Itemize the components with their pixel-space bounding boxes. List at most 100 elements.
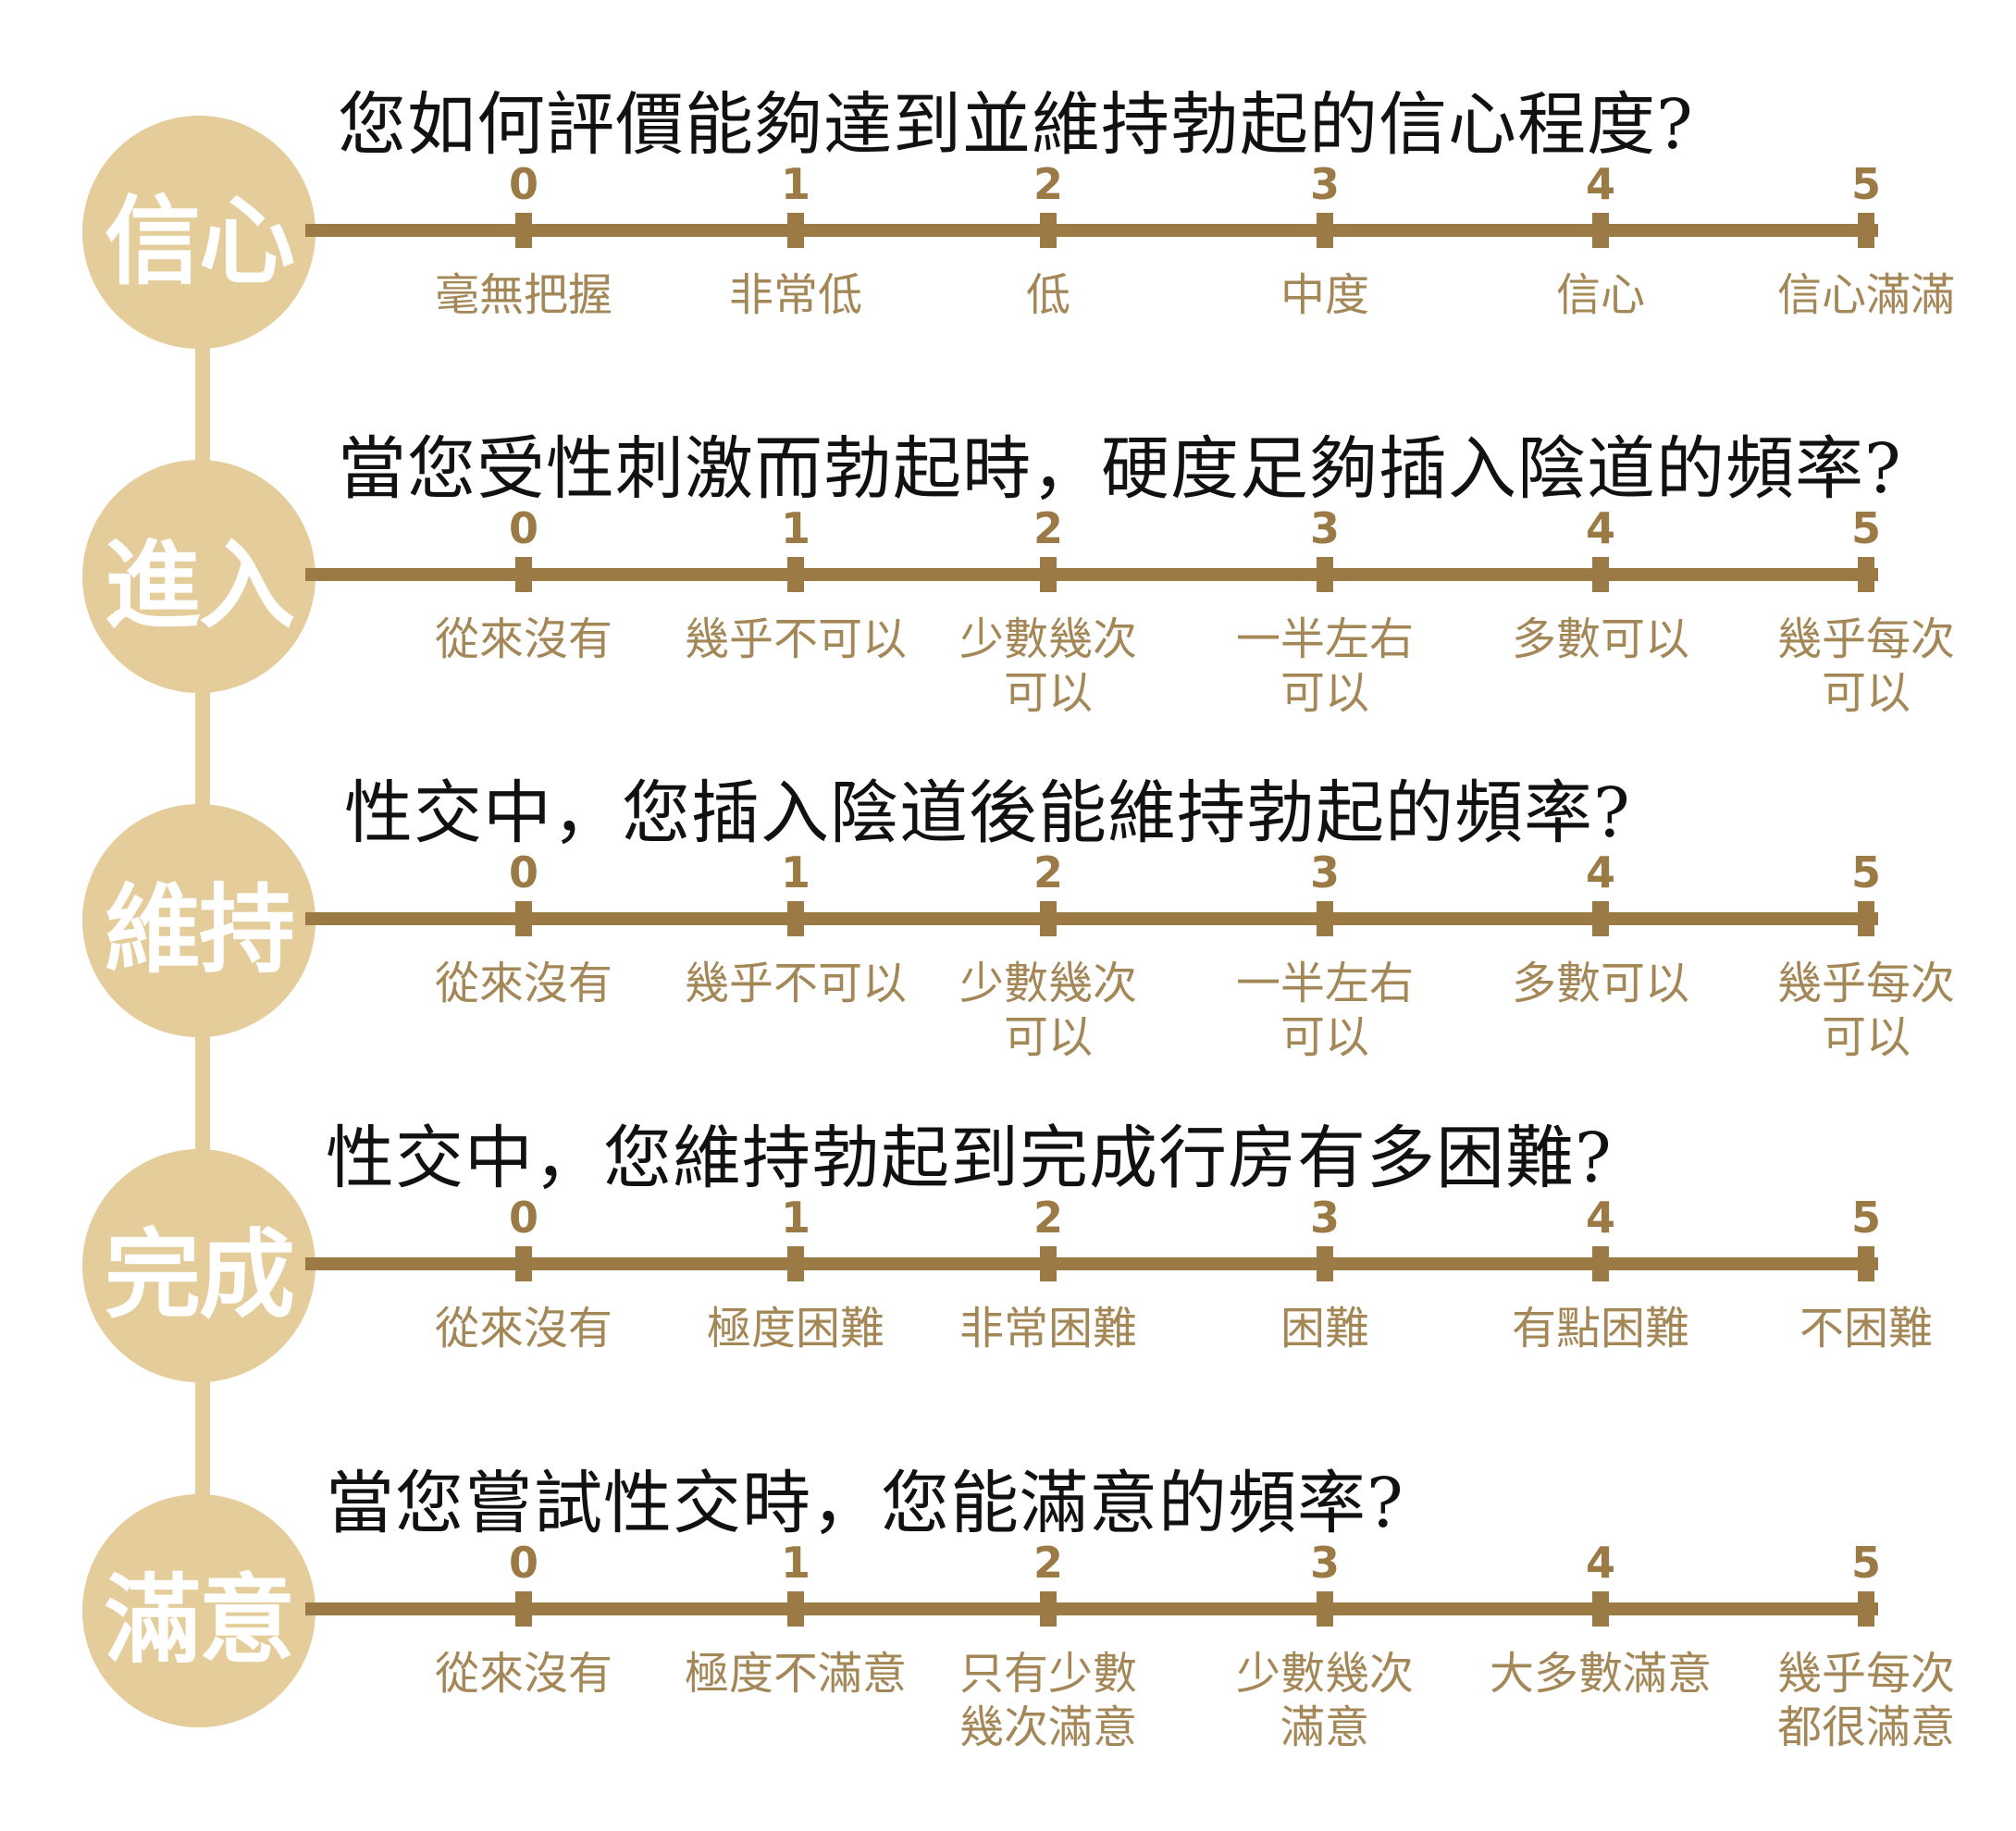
scale-number: 5 xyxy=(1850,159,1881,209)
scale-tick xyxy=(1592,901,1609,936)
scale-option-label: 從來沒有 xyxy=(434,1303,612,1355)
scale-option-label: 從來沒有 xyxy=(434,1648,612,1700)
scale-number: 5 xyxy=(1850,503,1881,553)
scale-number: 2 xyxy=(1033,847,1063,897)
scale-number: 3 xyxy=(1309,1193,1340,1243)
scale-number: 0 xyxy=(508,847,538,897)
scale-option-label: 大多數滿意 xyxy=(1489,1648,1712,1700)
section-penetration: 進入當您受性刺激而勃起時，硬度足夠插入陰道的頻率?0 從來沒有 1 幾乎不可以 2 少數幾… xyxy=(0,344,2016,719)
scale-tick xyxy=(1858,901,1874,936)
scale-number: 5 xyxy=(1850,847,1881,897)
scale-number: 1 xyxy=(780,503,810,553)
scale-option-label: 幾乎不可以 xyxy=(684,613,907,665)
scale-option-label: 多數可以 xyxy=(1511,958,1689,1009)
category-circle: 滿意 xyxy=(82,1494,315,1727)
scale-tick xyxy=(1040,1591,1057,1627)
scale-tick xyxy=(1317,901,1333,936)
scale-option-label: 幾乎不可以 xyxy=(684,958,907,1009)
scale-number: 3 xyxy=(1309,1538,1340,1588)
scale-option-label: 從來沒有 xyxy=(434,958,612,1009)
scale-number: 0 xyxy=(508,1538,538,1588)
scale-option-label: 一半左右 可以 xyxy=(1235,613,1414,719)
scale-tick xyxy=(1858,557,1874,592)
scale-tick xyxy=(1592,1246,1609,1281)
scale-tick xyxy=(515,901,532,936)
scale-tick xyxy=(1317,1246,1333,1281)
scale-number: 4 xyxy=(1585,1538,1615,1588)
question-text: 您如何評價能夠達到並維持勃起的信心程度? xyxy=(338,85,1694,165)
scale-number: 4 xyxy=(1585,159,1615,209)
scale-number: 1 xyxy=(780,1193,810,1243)
scale-option-label: 一半左右 可以 xyxy=(1235,958,1414,1063)
category-circle: 進入 xyxy=(82,460,315,693)
scale-option-label: 多數可以 xyxy=(1511,613,1689,665)
scale-number: 3 xyxy=(1309,159,1340,209)
scale-tick xyxy=(515,213,532,248)
scale-number: 3 xyxy=(1309,503,1340,553)
scale-option-label: 毫無把握 xyxy=(434,269,612,321)
scale-option-label: 困難 xyxy=(1280,1303,1369,1355)
category-circle: 完成 xyxy=(82,1149,315,1382)
scale-number: 2 xyxy=(1033,159,1063,209)
scale-tick xyxy=(1592,1591,1609,1627)
category-circle: 信心 xyxy=(82,116,315,349)
scale-tick xyxy=(1317,557,1333,592)
scale-tick xyxy=(1592,213,1609,248)
scale-option-label: 不困難 xyxy=(1799,1303,1933,1355)
scale-number: 4 xyxy=(1585,1193,1615,1243)
scale-tick xyxy=(515,557,532,592)
scale-tick xyxy=(515,1246,532,1281)
scale-tick xyxy=(1858,1246,1874,1281)
scale-number: 2 xyxy=(1033,1538,1063,1588)
scale-number: 3 xyxy=(1309,847,1340,897)
scale-option-label: 非常困難 xyxy=(959,1303,1137,1355)
scale-option-label: 信心 xyxy=(1555,269,1645,321)
question-text: 當您嘗試性交時，您能滿意的頻率? xyxy=(326,1464,1404,1543)
scale-tick xyxy=(1858,1591,1874,1627)
scale-number: 0 xyxy=(508,1193,538,1243)
scale-tick xyxy=(1858,213,1874,248)
scale-option-label: 少數幾次 滿意 xyxy=(1235,1648,1414,1753)
scale-tick xyxy=(787,1591,804,1627)
question-text: 性交中，您插入陰道後能維持勃起的頻率? xyxy=(344,773,1631,853)
scale-number: 1 xyxy=(780,159,810,209)
scale-option-label: 只有少數 幾次滿意 xyxy=(959,1648,1137,1753)
scale-option-label: 少數幾次 可以 xyxy=(959,613,1137,719)
scale-number: 0 xyxy=(508,503,538,553)
scale-option-label: 幾乎每次 都很滿意 xyxy=(1776,1648,1955,1753)
scale-tick xyxy=(1040,213,1057,248)
scale-option-label: 極度困難 xyxy=(706,1303,884,1355)
scale-tick xyxy=(1040,901,1057,936)
scale-option-label: 從來沒有 xyxy=(434,613,612,665)
scale-line xyxy=(305,912,1878,925)
scale-number: 2 xyxy=(1033,1193,1063,1243)
scale-line xyxy=(305,1602,1878,1615)
scale-option-label: 有點困難 xyxy=(1511,1303,1689,1355)
scale-number: 5 xyxy=(1850,1193,1881,1243)
scale-number: 2 xyxy=(1033,503,1063,553)
question-text: 當您受性刺激而勃起時，硬度足夠插入陰道的頻率? xyxy=(338,429,1902,509)
section-satisfaction: 滿意當您嘗試性交時，您能滿意的頻率?0 從來沒有 1 極度不滿意 2 只有少數 幾次滿意 3… xyxy=(0,1379,2016,1753)
scale-tick xyxy=(1317,213,1333,248)
scale-tick xyxy=(787,1246,804,1281)
scale-tick xyxy=(787,557,804,592)
scale-option-label: 極度不滿意 xyxy=(684,1648,907,1700)
scale-number: 4 xyxy=(1585,847,1615,897)
question-text: 性交中，您維持勃起到完成行房有多困難? xyxy=(326,1119,1613,1198)
scale-option-label: 幾乎每次 可以 xyxy=(1776,613,1955,719)
scale-option-label: 少數幾次 可以 xyxy=(959,958,1137,1063)
scale-line xyxy=(305,224,1878,237)
scale-line xyxy=(305,568,1878,581)
scale-tick xyxy=(1317,1591,1333,1627)
category-circle: 維持 xyxy=(82,804,315,1037)
scale-tick xyxy=(1040,1246,1057,1281)
scale-number: 4 xyxy=(1585,503,1615,553)
scale-option-label: 低 xyxy=(1025,269,1070,321)
scale-tick xyxy=(1592,557,1609,592)
scale-option-label: 幾乎每次 可以 xyxy=(1776,958,1955,1063)
scale-tick xyxy=(787,213,804,248)
scale-tick xyxy=(515,1591,532,1627)
scale-number: 5 xyxy=(1850,1538,1881,1588)
scale-number: 1 xyxy=(780,1538,810,1588)
